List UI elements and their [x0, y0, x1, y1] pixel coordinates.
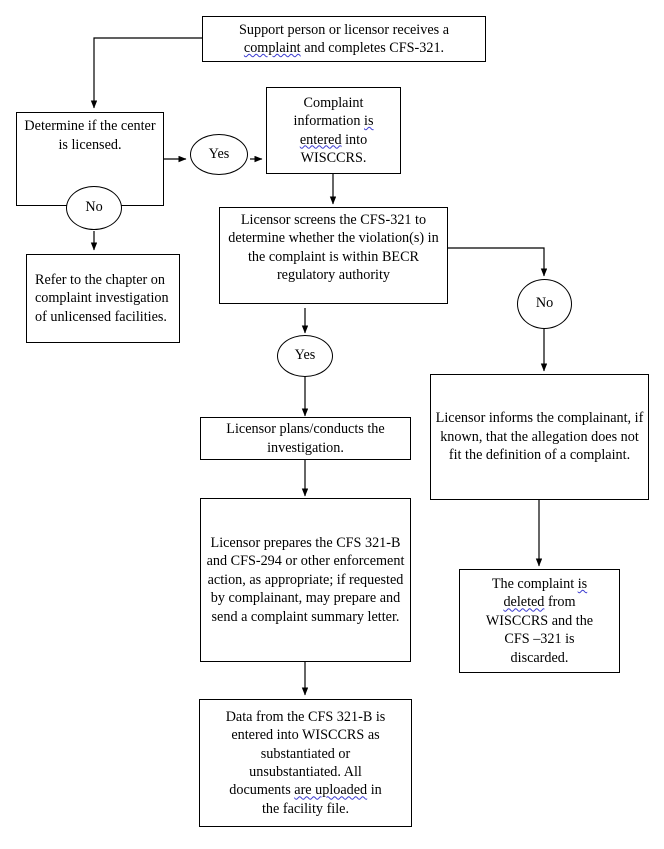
connector-screen-to-no	[448, 247, 548, 277]
node-refer-unlicensed: Refer to the chapter on complaint invest…	[26, 254, 180, 343]
node-screen-becr-label: Licensor screens the CFS-321 to determin…	[228, 212, 439, 284]
node-screen-becr: Licensor screens the CFS-321 to determin…	[219, 207, 448, 304]
node-decision-no-licensed: No	[66, 186, 122, 230]
node-refer-unlicensed-label: Refer to the chapter on complaint invest…	[35, 271, 169, 325]
node-decision-yes-licensed: Yes	[190, 134, 248, 175]
node-plan-investigation-label: Licensor plans/conducts the investigatio…	[226, 421, 385, 456]
node-decision-yes-licensed-label: Yes	[208, 145, 230, 162]
node-determine-licensed: Determine if the center is licensed.	[16, 112, 164, 159]
node-determine-licensed-label: Determine if the center is licensed.	[24, 118, 156, 153]
node-inform-complainant-label: Licensor informs the complainant, if kno…	[435, 410, 644, 464]
node-prepare-forms: Licensor prepares the CFS 321-B and CFS-…	[200, 498, 411, 662]
connector-intake-to-determine	[90, 37, 202, 109]
node-plan-investigation: Licensor plans/conducts the investigatio…	[200, 417, 411, 460]
node-decision-no-becr: No	[517, 279, 572, 329]
node-decision-no-becr-label: No	[535, 295, 554, 312]
node-decision-yes-becr: Yes	[277, 335, 333, 377]
node-decision-yes-becr-label: Yes	[294, 347, 316, 364]
node-prepare-forms-label: Licensor prepares the CFS 321-B and CFS-…	[206, 534, 405, 625]
node-inform-complainant: Licensor informs the complainant, if kno…	[430, 374, 649, 500]
node-decision-no-licensed-label: No	[85, 199, 103, 216]
